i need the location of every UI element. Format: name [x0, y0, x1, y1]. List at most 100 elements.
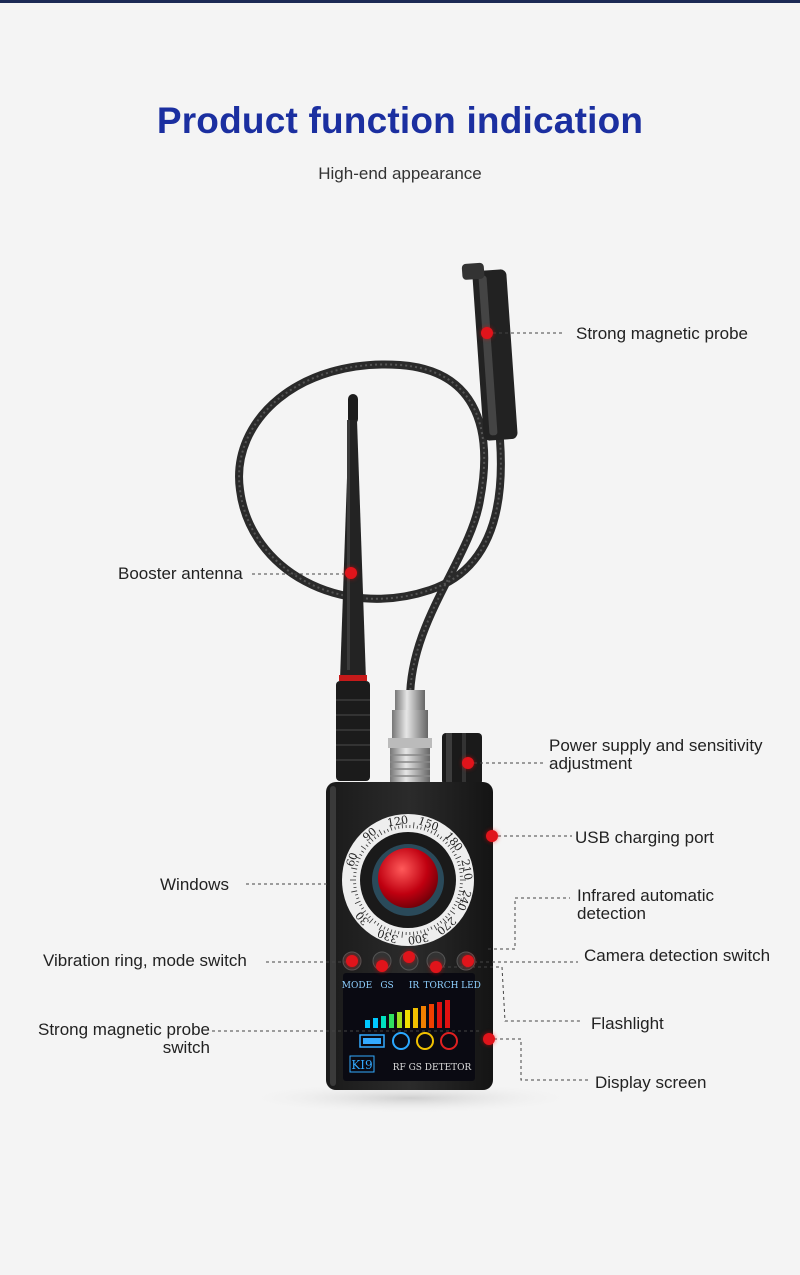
dial-tick [423, 929, 427, 936]
gooseneck-cable [235, 360, 505, 704]
dial-tick [447, 913, 451, 916]
dial-tick [398, 931, 400, 935]
dial-tick [368, 841, 371, 845]
signal-bar [421, 1006, 426, 1028]
dial-tick [389, 824, 393, 831]
magnetic-probe [461, 262, 518, 441]
dial-tick [361, 907, 365, 910]
dial-tick [355, 893, 359, 896]
label-usb: USB charging port [575, 828, 714, 847]
dial-tick [387, 928, 389, 932]
dial-tick [359, 853, 363, 856]
label-booster-antenna: Booster antenna [118, 564, 243, 583]
dial-tick [416, 931, 418, 935]
dial-number: 120 [386, 813, 409, 829]
dial-tick [457, 864, 461, 867]
dial-tick [453, 904, 457, 907]
signal-bar [413, 1008, 418, 1028]
dial-tick [413, 931, 415, 938]
booster-antenna [336, 394, 370, 781]
dial-tick [356, 860, 360, 863]
dial-tick [436, 834, 440, 838]
hotspot-antenna [345, 567, 357, 579]
dial-tick [430, 830, 433, 834]
label-display: Display screen [595, 1073, 707, 1092]
dial-tick [354, 900, 361, 904]
hotspot-display [483, 1033, 495, 1045]
signal-bar [373, 1018, 378, 1028]
dial-tick [360, 845, 367, 850]
signal-bar [437, 1002, 442, 1028]
dial-tick [376, 834, 380, 838]
screen-caption: RF GS DETETOR [393, 1063, 472, 1073]
dial-tick [398, 825, 400, 829]
dial-tick [430, 926, 433, 930]
dial-tick [383, 926, 386, 930]
screen-brand: KI9 [351, 1058, 372, 1072]
dial-tick [376, 922, 380, 926]
screen-button-label: LED [461, 981, 481, 991]
dial-tick [378, 829, 383, 836]
screen-button-label: TORCH [424, 981, 459, 991]
dial-tick [401, 931, 403, 938]
dial-tick [427, 828, 429, 832]
dial-number: 210 [458, 858, 474, 881]
label-vibration: Vibration ring, mode switch [43, 951, 247, 970]
dial-tick [378, 924, 383, 931]
dial-tick [383, 830, 386, 834]
label-power-line2: adjustment [549, 754, 633, 773]
probe-connector [388, 690, 432, 784]
dial-tick [455, 856, 462, 860]
label-camera: Camera detection switch [584, 946, 771, 965]
dial-tick [439, 920, 443, 924]
dial-tick [361, 850, 365, 853]
dial-tick [449, 845, 456, 850]
dial-tick [423, 824, 427, 831]
dial-tick [368, 836, 374, 842]
dial-tick [416, 825, 418, 829]
dial-tick [360, 910, 367, 915]
dial-tick [458, 890, 465, 893]
dial-tick [359, 904, 363, 907]
dial-tick [456, 897, 460, 900]
dial-tick [458, 867, 465, 870]
dial-tick [368, 915, 371, 919]
screen-button-label: GS [380, 981, 393, 991]
signal-bar [429, 1004, 434, 1028]
dial-tick [365, 844, 369, 847]
label-flashlight: Flashlight [591, 1014, 664, 1033]
label-infrared-line1: Infrared automatic [577, 886, 715, 905]
hotspot-led [462, 955, 474, 967]
label-probe-switch-line1: Strong magnetic probe [38, 1020, 210, 1039]
dial-tick [355, 864, 359, 867]
dial-tick [433, 829, 438, 836]
hotspot-torch [430, 961, 442, 973]
dial-tick [389, 929, 393, 936]
top-bar [0, 0, 800, 3]
dial-number: 60 [344, 851, 361, 869]
hotspot-vibration [346, 955, 358, 967]
dial-tick [439, 836, 443, 840]
signal-bar [397, 1012, 402, 1028]
dial-tick [394, 826, 396, 830]
dial-tick [442, 836, 448, 842]
page-subtitle: High-end appearance [318, 164, 482, 183]
dial-tick [368, 918, 374, 924]
dial-tick [453, 853, 457, 856]
label-windows: Windows [160, 875, 229, 894]
hotspot-magnetic-probe [481, 327, 493, 339]
dial-tick [449, 910, 456, 915]
dial-tick [451, 850, 455, 853]
label-power-line1: Power supply and sensitivity [549, 736, 763, 755]
label-magnetic-probe: Strong magnetic probe [576, 324, 748, 343]
screen-button-label: IR [409, 981, 420, 991]
dial-number: 300 [407, 930, 430, 946]
dial-tick [455, 900, 462, 904]
label-probe-switch-line2: switch [162, 1038, 210, 1057]
dial-tick [445, 841, 448, 845]
dial-tick [351, 890, 358, 893]
signal-bar [445, 1000, 450, 1028]
hotspot-usb [486, 830, 498, 842]
